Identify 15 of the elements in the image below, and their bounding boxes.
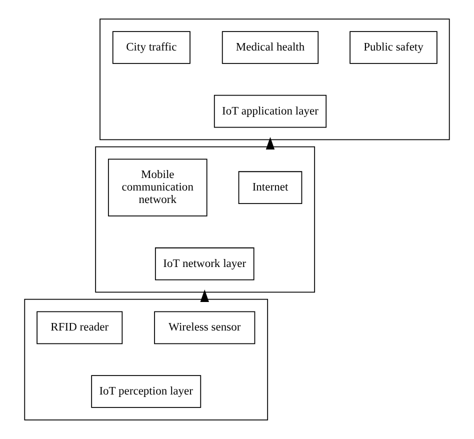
node-box: IoT perception layer xyxy=(91,375,202,408)
node-box: IoT network layer xyxy=(154,247,254,280)
cluster xyxy=(95,146,316,293)
node-box: Internet xyxy=(238,171,302,204)
arrow xyxy=(266,137,275,150)
node-box: Medical health xyxy=(222,31,319,64)
node-box: IoT application layer xyxy=(214,94,327,128)
node-box: Mobile communication network xyxy=(108,158,208,216)
cluster xyxy=(100,18,450,140)
node-box: Wireless sensor xyxy=(154,311,256,344)
node-box: City traffic xyxy=(112,31,190,64)
node-box: Public safety xyxy=(350,31,438,64)
cluster xyxy=(24,298,268,420)
node-box: RFID reader xyxy=(36,311,123,344)
arrow xyxy=(200,290,209,302)
